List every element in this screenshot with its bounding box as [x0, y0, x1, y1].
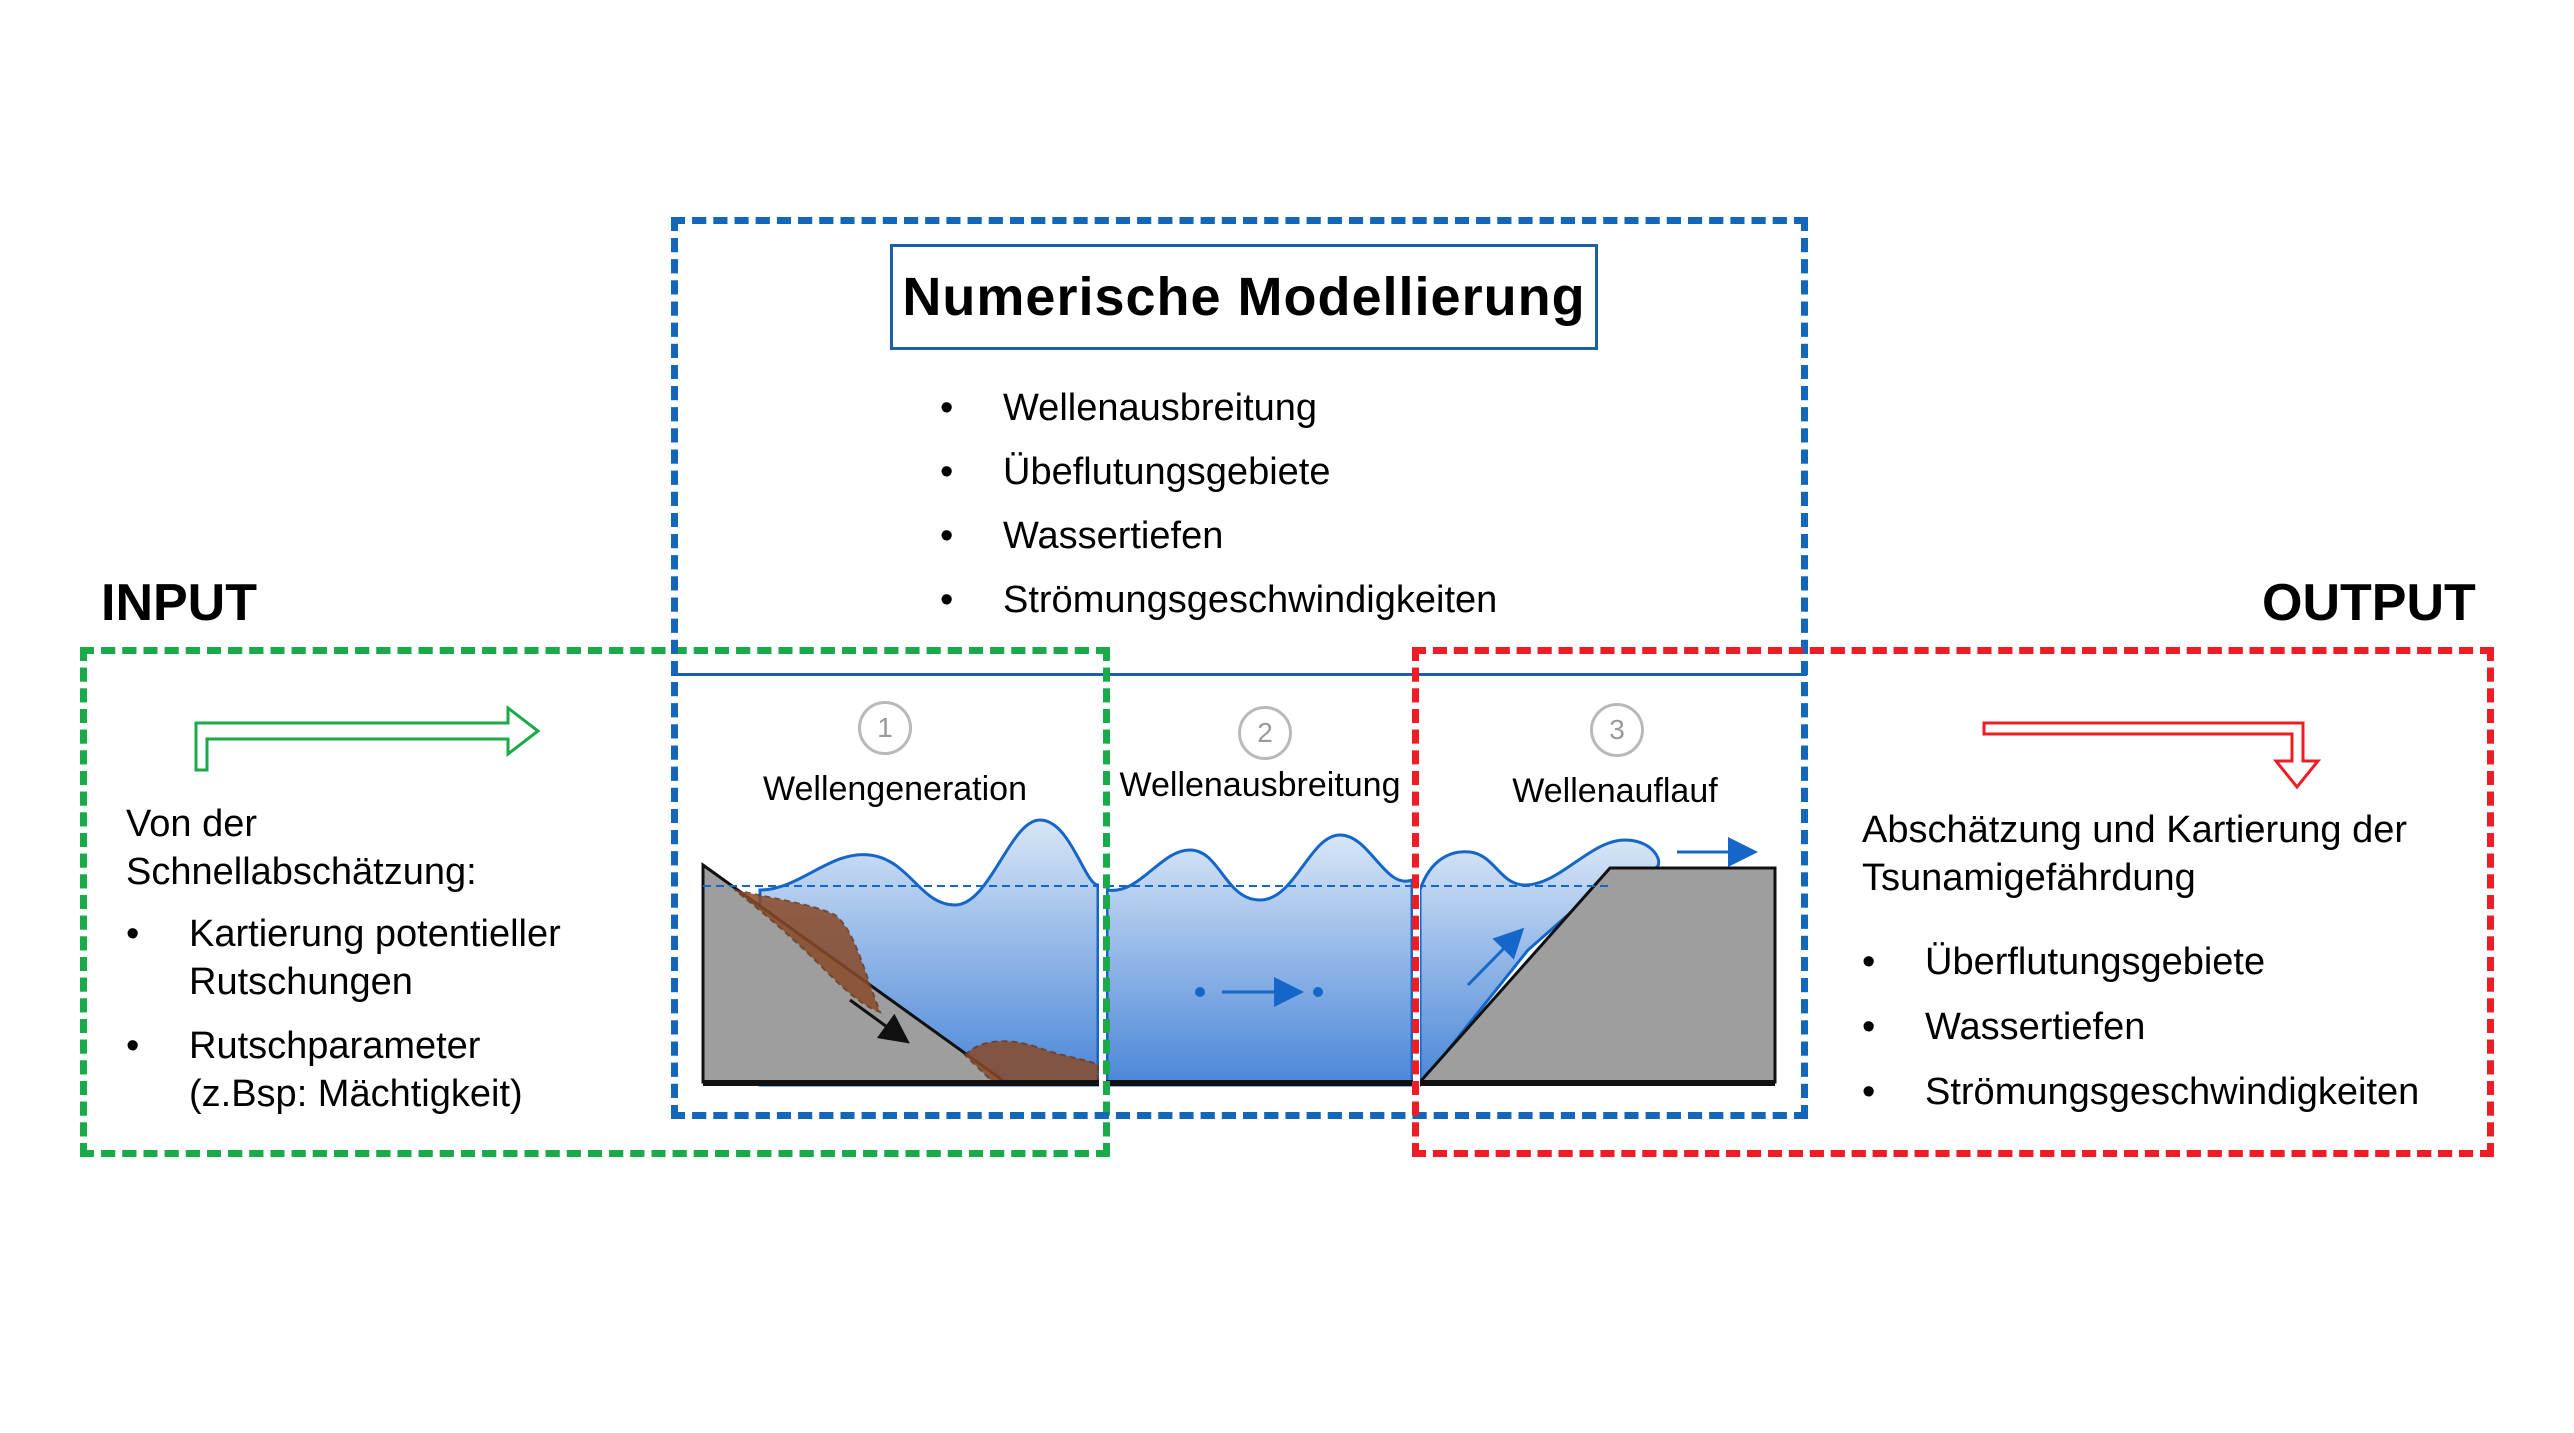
panel3-runup-arrow	[1466, 927, 1525, 987]
list-item: •Überflutungsgebiete	[1862, 941, 2266, 983]
panel-separator-1	[1099, 740, 1106, 1090]
panel1-label: Wellengeneration	[763, 770, 1027, 808]
panel-frame-line	[671, 673, 1807, 676]
input-flow-arrow	[194, 704, 541, 772]
list-item: •Rutschparameter(z.Bsp: Mächtigkeit)	[126, 1025, 523, 1115]
panel3-number: 3	[1590, 703, 1644, 757]
list-item: •Strömungsgeschwindigkeiten	[940, 579, 1498, 621]
input-intro: Von der Schnellabschätzung:	[126, 803, 477, 893]
list-item: •Strömungsgeschwindigkeiten	[1862, 1071, 2420, 1113]
model-title: Numerische Modellierung	[890, 244, 1598, 350]
model-list: •Wellenausbreitung •Übeflutungsgebiete •…	[940, 376, 1640, 632]
list-item: •Wassertiefen	[940, 515, 1224, 557]
panel1-slide-mass	[734, 889, 882, 1014]
panel1-slide-deposit	[963, 1040, 1099, 1085]
panel2-water	[1105, 833, 1414, 1087]
panel1-motion-arrow	[849, 998, 910, 1044]
list-item: •Wassertiefen	[1862, 1006, 2146, 1048]
output-list: •Überflutungsgebiete •Wassertiefen •Strö…	[1862, 930, 2482, 1125]
panel2-label: Wellenausbreitung	[1119, 766, 1401, 804]
model-title-text: Numerische Modellierung	[902, 267, 1586, 327]
panel1-number: 1	[858, 701, 912, 755]
list-item: •Übeflutungsgebiete	[940, 451, 1331, 493]
panel2-dot-right	[1313, 987, 1323, 997]
panel2-number: 2	[1238, 706, 1292, 760]
input-heading: INPUT	[101, 574, 257, 632]
list-item: •Wellenausbreitung	[940, 387, 1318, 429]
output-heading: OUTPUT	[2262, 574, 2476, 632]
panel3-water	[1418, 838, 1661, 1090]
panel2-dot-left	[1195, 987, 1205, 997]
panel3-label: Wellenauflauf	[1512, 772, 1718, 810]
output-intro: Abschätzung und Kartierung der Tsunamige…	[1862, 809, 2408, 899]
output-flow-arrow	[1982, 721, 2322, 790]
